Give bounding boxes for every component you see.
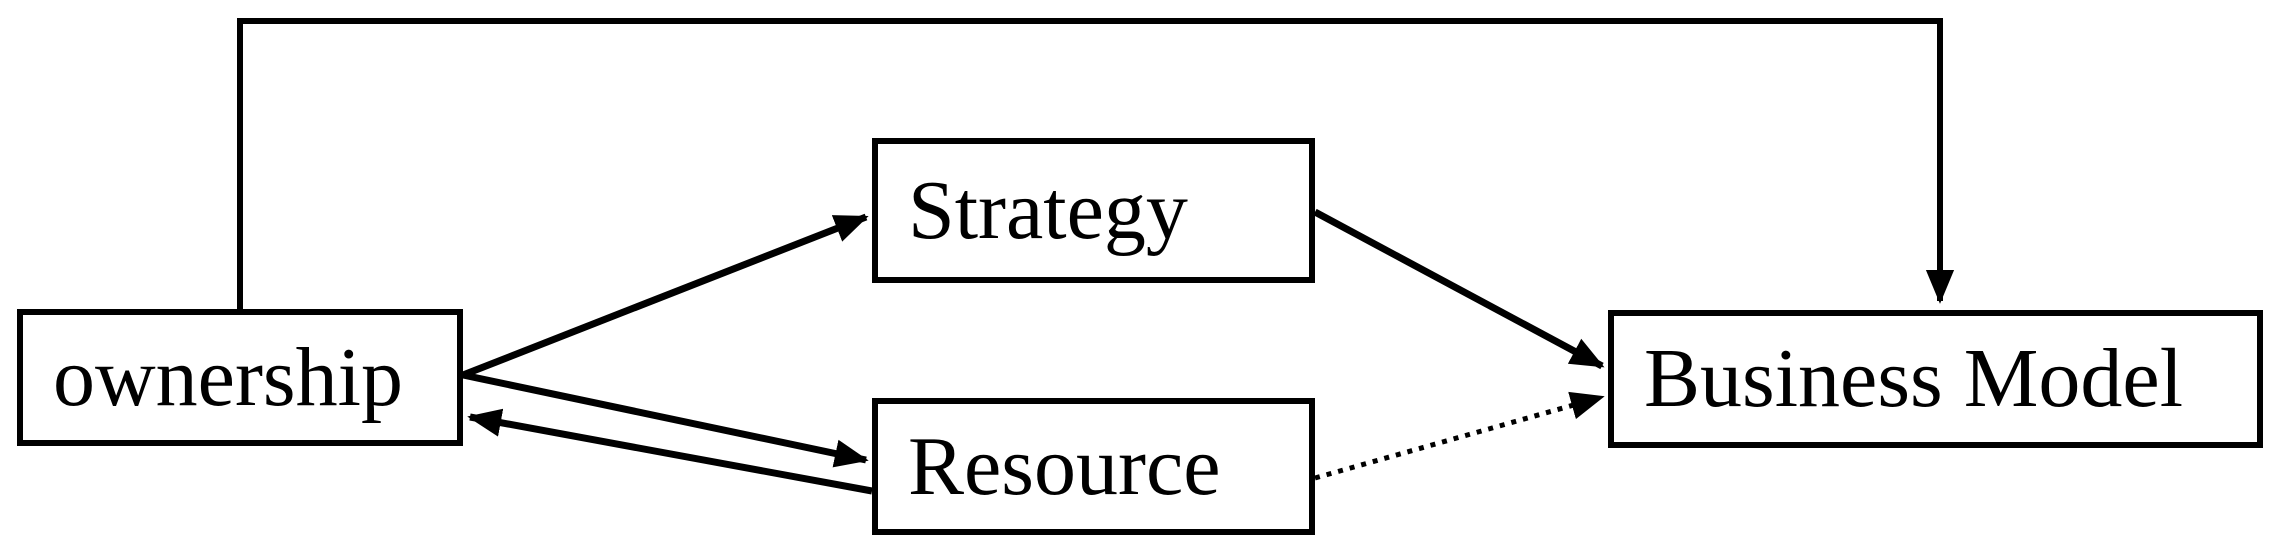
node-business-model: Business Model [1608,310,2263,448]
edge-ownership-to-resource [462,371,869,468]
node-ownership: ownership [17,309,463,446]
node-resource: Resource [872,398,1315,535]
edge-resource-to-business-model-dotted [1314,391,1605,481]
edge-ownership-to-business-model [237,18,1955,309]
node-ownership-label: ownership [53,330,403,424]
node-strategy-label: Strategy [908,163,1188,257]
node-resource-label: Resource [908,419,1221,513]
edge-resource-to-ownership [467,408,873,495]
node-strategy: Strategy [872,138,1315,283]
node-business-model-label: Business Model [1644,332,2184,425]
edge-strategy-to-business-model [1313,208,1605,370]
edge-ownership-to-strategy [461,213,869,379]
